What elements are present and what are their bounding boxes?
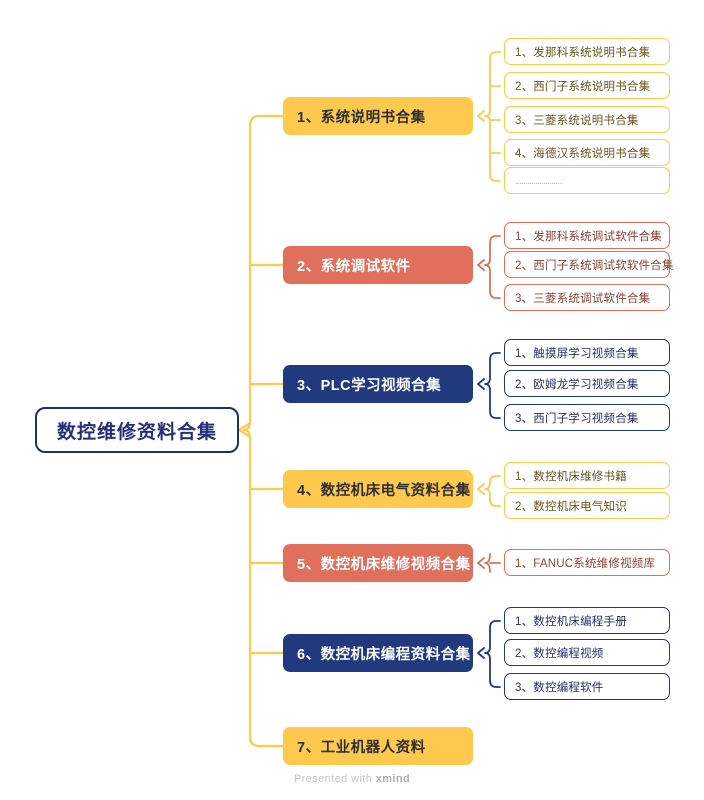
leaf-node-2-3-label: 3、三菱系统调试软件合集	[515, 292, 651, 305]
leaf-node-6-3[interactable]: 3、数控编程软件	[504, 673, 670, 700]
footer-brand: xmind	[375, 773, 411, 785]
leaf-node-3-1-label: 1、触摸屏学习视频合集	[515, 347, 639, 360]
branch-node-2-label: 2、系统调试软件	[297, 258, 411, 275]
branch-node-1-label: 1、系统说明书合集	[297, 109, 426, 126]
leaf-node-1-3[interactable]: 3、三菱系统说明书合集	[504, 106, 670, 133]
branch-node-5[interactable]: 5、数控机床维修视频合集	[283, 544, 473, 582]
leaf-node-5-1[interactable]: 1、FANUC系统维修视频库	[504, 549, 670, 576]
leaf-node-4-2[interactable]: 2、数控机床电气知识	[504, 492, 670, 519]
leaf-node-3-2-label: 2、欧姆龙学习视频合集	[515, 378, 639, 391]
leaf-node-2-2-label: 2、西门子系统调试软软件合集	[515, 259, 674, 272]
leaf-node-4-1[interactable]: 1、数控机床维修书籍	[504, 462, 670, 489]
leaf-node-2-2[interactable]: 2、西门子系统调试软软件合集	[504, 251, 674, 278]
branch-node-3-label: 3、PLC学习视频合集	[297, 377, 442, 394]
branch-node-5-label: 5、数控机床维修视频合集	[297, 556, 471, 573]
branch-node-6[interactable]: 6、数控机床编程资料合集	[283, 634, 473, 672]
leaf-node-6-1[interactable]: 1、数控机床编程手册	[504, 607, 670, 634]
leaf-node-1-1[interactable]: 1、发那科系统说明书合集	[504, 38, 670, 65]
branch-node-1[interactable]: 1、系统说明书合集	[283, 97, 473, 135]
leaf-node-1-2-label: 2、西门子系统说明书合集	[515, 80, 651, 93]
leaf-node-2-1[interactable]: 1、发那科系统调试软件合集	[504, 222, 670, 249]
footer-attribution: Presented with xmind	[0, 773, 704, 785]
branch-node-7[interactable]: 7、工业机器人资料	[283, 727, 473, 765]
leaf-node-1-4[interactable]: 4、海德汉系统说明书合集	[504, 139, 670, 166]
leaf-node-6-2-label: 2、数控编程视频	[515, 647, 604, 660]
leaf-node-6-3-label: 3、数控编程软件	[515, 681, 604, 694]
leaf-node-2-3[interactable]: 3、三菱系统调试软件合集	[504, 284, 670, 311]
branch-node-6-label: 6、数控机床编程资料合集	[297, 646, 471, 663]
leaf-node-2-1-label: 1、发那科系统调试软件合集	[515, 230, 662, 243]
leaf-node-3-2[interactable]: 2、欧姆龙学习视频合集	[504, 370, 670, 397]
leaf-node-4-2-label: 2、数控机床电气知识	[515, 500, 627, 513]
leaf-node-3-3-label: 3、西门子学习视频合集	[515, 412, 639, 425]
leaf-node-6-1-label: 1、数控机床编程手册	[515, 615, 627, 628]
branch-node-4-label: 4、数控机床电气资料合集	[297, 482, 471, 499]
leaf-node-1-5-label: ........................	[515, 175, 564, 186]
leaf-node-1-5[interactable]: ........................	[504, 167, 670, 194]
leaf-node-1-2[interactable]: 2、西门子系统说明书合集	[504, 72, 670, 99]
leaf-node-1-3-label: 3、三菱系统说明书合集	[515, 114, 639, 127]
leaf-node-1-1-label: 1、发那科系统说明书合集	[515, 46, 651, 59]
root-node-label: 数控维修资料合集	[56, 421, 217, 443]
branch-node-4[interactable]: 4、数控机床电气资料合集	[283, 470, 473, 508]
leaf-node-1-4-label: 4、海德汉系统说明书合集	[515, 147, 651, 160]
footer-prefix: Presented with	[293, 773, 376, 785]
leaf-node-4-1-label: 1、数控机床维修书籍	[515, 470, 627, 483]
leaf-node-6-2[interactable]: 2、数控编程视频	[504, 639, 670, 666]
leaf-node-3-1[interactable]: 1、触摸屏学习视频合集	[504, 339, 670, 366]
root-node[interactable]: 数控维修资料合集	[35, 407, 239, 453]
leaf-node-3-3[interactable]: 3、西门子学习视频合集	[504, 404, 670, 431]
branch-node-7-label: 7、工业机器人资料	[297, 739, 426, 756]
branch-node-2[interactable]: 2、系统调试软件	[283, 246, 473, 284]
branch-node-3[interactable]: 3、PLC学习视频合集	[283, 365, 473, 403]
leaf-node-5-1-label: 1、FANUC系统维修视频库	[515, 557, 656, 570]
